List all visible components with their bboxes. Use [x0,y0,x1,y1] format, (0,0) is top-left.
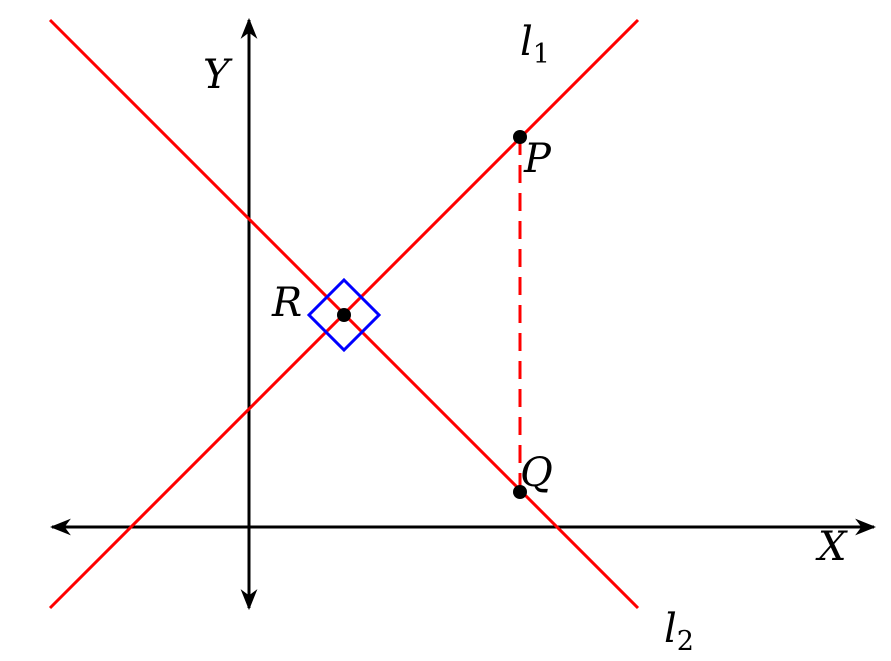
line-l1-sub: 1 [533,39,550,70]
point-r [337,308,351,322]
line-l2-main: l [664,606,677,652]
point-q-label: Q [520,450,553,496]
line-l1-main: l [520,19,533,65]
y-axis-label: Y [203,52,233,98]
point-r-label: R [271,280,302,326]
x-axis-label: X [815,524,848,570]
point-q [513,485,527,499]
right-angle-marker [306,277,382,353]
point-p-label: P [523,136,552,182]
line-l2-label: l2 [664,606,694,657]
point-p [513,130,527,144]
line-l1-label: l1 [520,19,550,70]
line-l2-sub: 2 [677,626,694,657]
